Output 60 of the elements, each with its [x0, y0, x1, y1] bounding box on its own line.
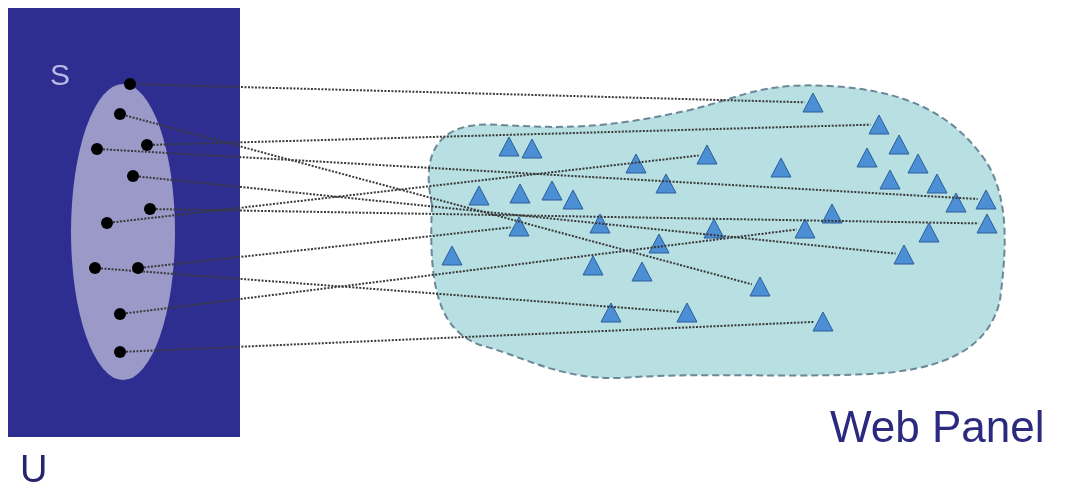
dot [124, 78, 136, 90]
triangle-marker [655, 173, 677, 194]
triangle-marker [856, 147, 878, 168]
dotted-connector [125, 228, 798, 315]
triangle-marker [926, 173, 948, 194]
triangle-marker [498, 136, 520, 157]
dotted-connector [124, 114, 753, 286]
triangle-marker [821, 203, 843, 224]
dot [127, 170, 139, 182]
triangle-marker [696, 144, 718, 165]
triangle-marker [441, 245, 463, 266]
triangle-marker [868, 114, 890, 135]
triangle-marker [676, 302, 698, 323]
dotted-connector [112, 154, 700, 224]
dotted-connector [125, 320, 816, 353]
set-label: S [50, 60, 70, 90]
triangle-marker [945, 192, 967, 213]
dotted-connector [138, 175, 897, 255]
triangle-marker [509, 183, 531, 204]
dot [114, 346, 126, 358]
triangle-marker [794, 218, 816, 239]
triangle-marker [562, 189, 584, 210]
triangle-marker [770, 157, 792, 178]
dot [114, 308, 126, 320]
triangle-marker [541, 180, 563, 201]
triangle-marker [888, 134, 910, 155]
dotted-connector [135, 83, 806, 104]
triangle-marker [975, 189, 997, 210]
triangle-marker [521, 138, 543, 159]
triangle-marker [589, 213, 611, 234]
dot [132, 262, 144, 274]
triangle-marker [703, 218, 725, 239]
triangle-marker [812, 311, 834, 332]
triangle-marker [918, 222, 940, 243]
triangle-marker [582, 255, 604, 276]
triangle-marker [976, 213, 998, 234]
dotted-connector [143, 226, 512, 269]
dot [101, 217, 113, 229]
dotted-connector [152, 123, 872, 146]
dotted-connector [155, 208, 980, 225]
triangle-marker [631, 261, 653, 282]
triangle-marker [508, 216, 530, 237]
dotted-connector [102, 148, 979, 200]
triangle-marker [749, 276, 771, 297]
triangle-marker [893, 244, 915, 265]
dot [114, 108, 126, 120]
dot [91, 143, 103, 155]
triangle-marker [648, 233, 670, 254]
triangle-marker [879, 169, 901, 190]
triangle-marker [625, 153, 647, 174]
dotted-connector [100, 267, 680, 313]
panel-label: Web Panel [830, 405, 1045, 449]
triangle-marker [907, 153, 929, 174]
dot [89, 262, 101, 274]
triangle-marker [802, 92, 824, 113]
triangle-marker [468, 185, 490, 206]
dot [141, 139, 153, 151]
triangle-marker [600, 302, 622, 323]
set-label: U [20, 450, 48, 488]
dot [144, 203, 156, 215]
